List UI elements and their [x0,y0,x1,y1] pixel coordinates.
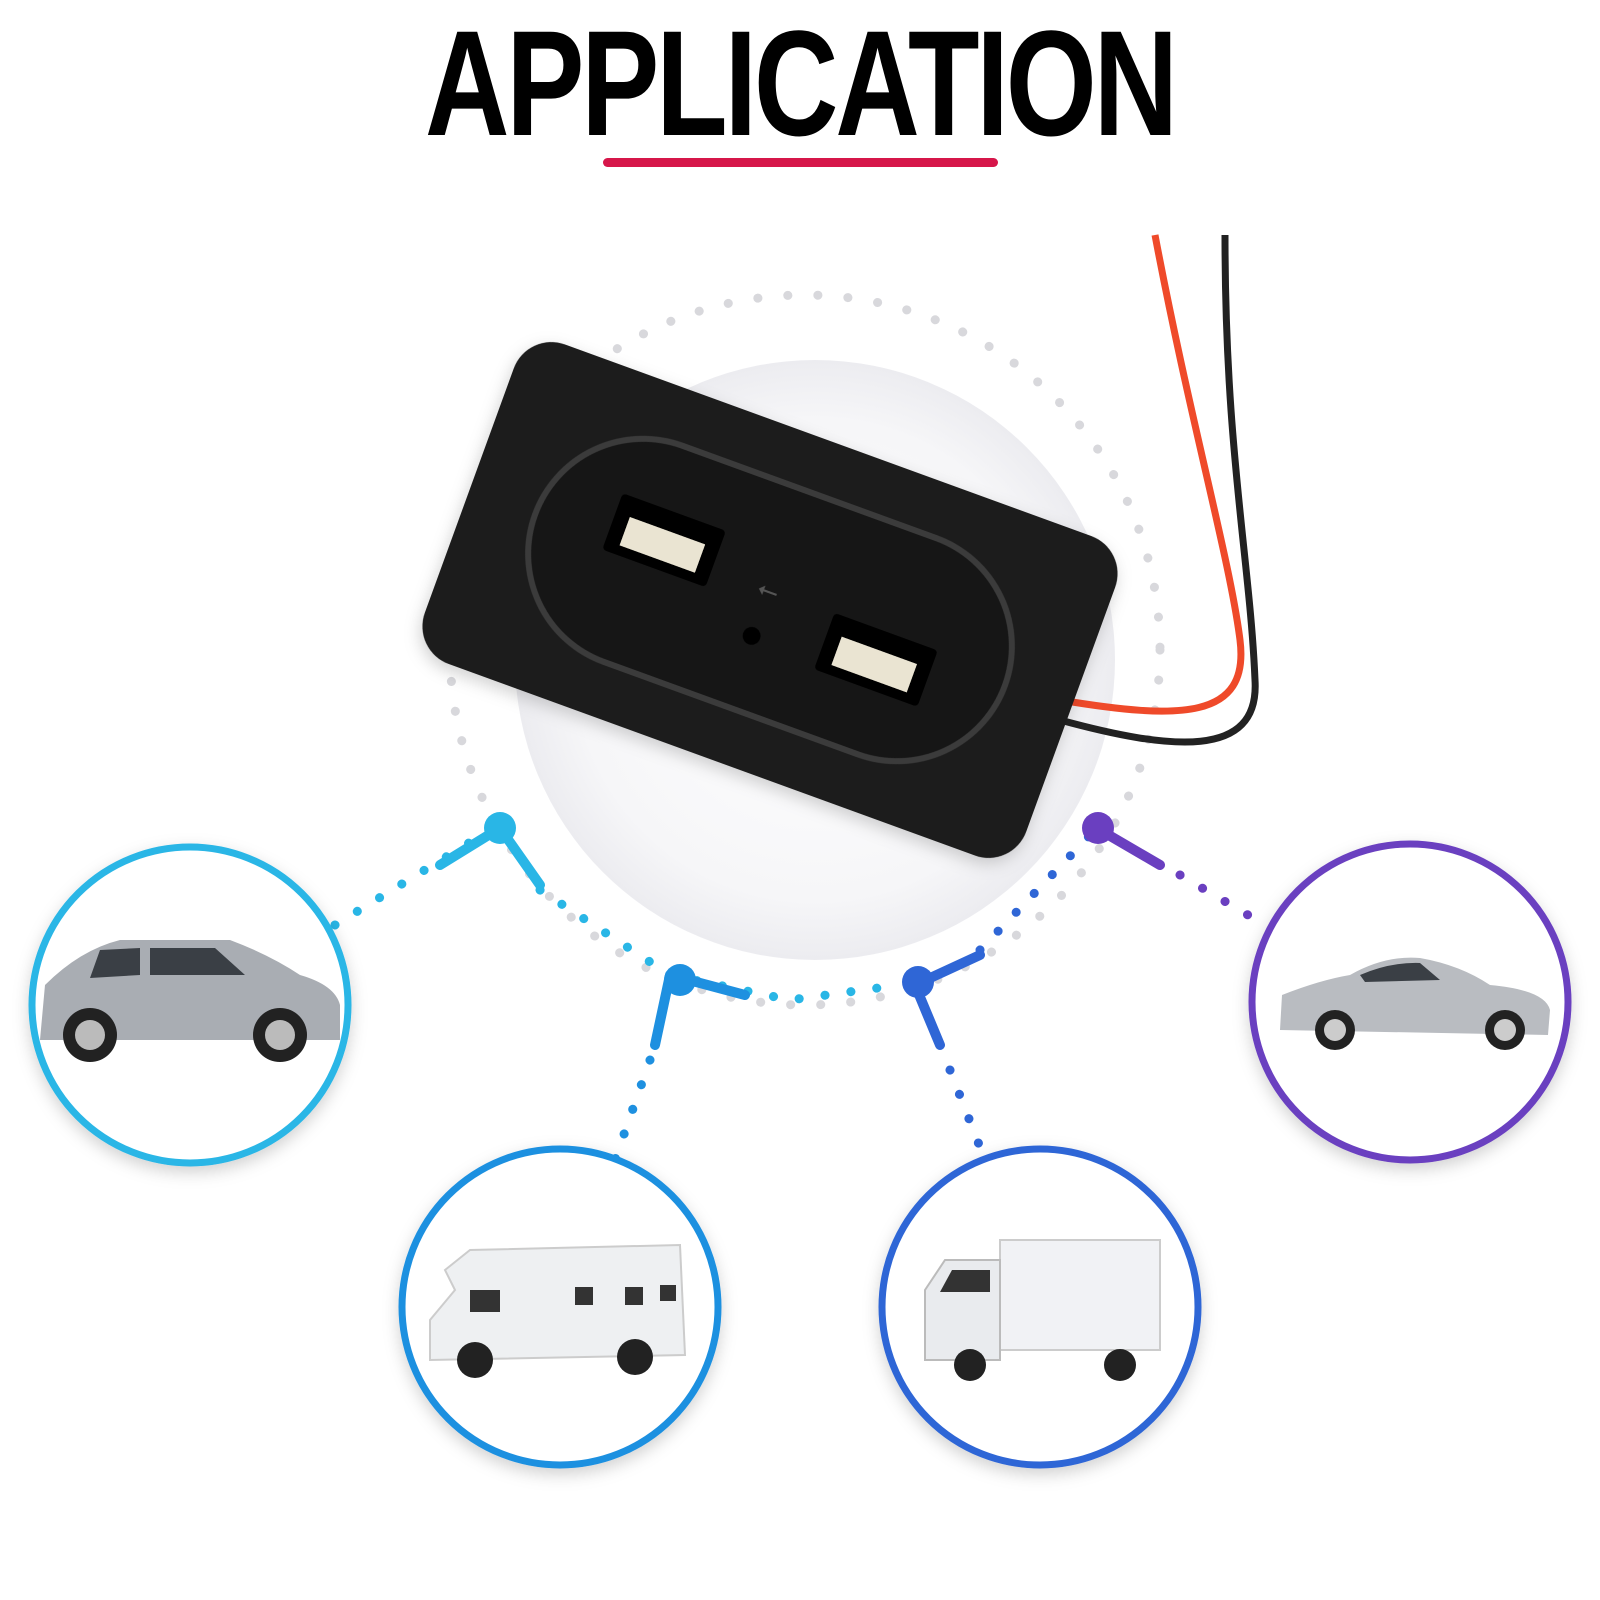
wires [1059,234,1259,746]
application-truck [878,1145,1202,1469]
suv-car-icon [40,940,340,1062]
title-underline [603,158,998,167]
motorhome-rv-icon [429,1243,687,1378]
sedan-car-icon [1280,957,1550,1050]
led-indicator [742,626,761,645]
dual-usb-socket-icon: ⭠ [422,342,1118,858]
usb-port-1 [603,494,725,587]
page-title: APPLICATION [424,0,1178,167]
application-motorhome [398,1145,722,1469]
connector-lines [330,812,1270,1165]
application-sedan [1248,840,1572,1164]
box-truck-icon [924,1239,1161,1381]
usb-port-2 [815,613,937,706]
application-suv [28,843,352,1167]
